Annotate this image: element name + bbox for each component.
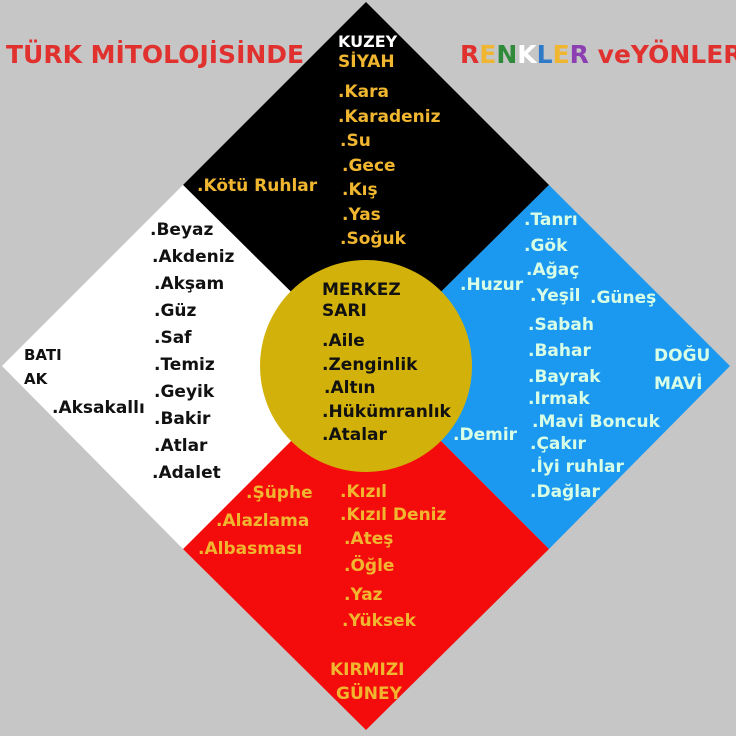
east-item: .Irmak [528, 389, 590, 409]
west-side-item: .Aksakallı [52, 398, 145, 418]
center-direction: MERKEZ [322, 280, 401, 300]
title-letter: R [569, 40, 589, 69]
title-right: RENKLER veYÖNLER [460, 42, 736, 67]
east-color-name: MAVİ [654, 374, 703, 394]
east-item-huzur: .Huzur [460, 275, 524, 295]
west-color-name: AK [24, 370, 48, 388]
west-item: .Geyik [154, 382, 215, 402]
south-left-item: .Albasması [198, 539, 303, 559]
east-item: .Bahar [528, 341, 591, 361]
west-item: .Akşam [154, 274, 225, 294]
center-circle [260, 260, 472, 472]
north-quadrant [183, 2, 549, 366]
east-item: .Sabah [528, 315, 594, 335]
west-quadrant [2, 185, 366, 549]
title-letter: R [460, 40, 480, 69]
south-item: .Kızıl Deniz [340, 505, 447, 525]
title-rest: veYÖNLER [588, 40, 736, 69]
west-item: .Akdeniz [152, 247, 235, 267]
east-item: .Gök [524, 236, 568, 256]
north-item: .Gece [342, 155, 396, 176]
south-left-item: .Alazlama [216, 511, 310, 531]
east-item: .Mavi Boncuk [532, 412, 660, 432]
center-color-name: SARI [322, 301, 367, 321]
north-side-item: .Kötü Ruhlar [197, 176, 318, 196]
east-item: .Yeşil [530, 286, 581, 306]
title-letter: K [517, 40, 537, 69]
north-color-name: SİYAH [338, 52, 395, 72]
east-item: .Ağaç [526, 260, 580, 280]
north-direction: KUZEY [338, 32, 398, 51]
center-item: .Hükümranlık [322, 401, 451, 422]
west-item: .Saf [154, 328, 192, 348]
west-item: .Bakir [154, 409, 211, 429]
title-rainbow-word: RENKLER [460, 40, 589, 69]
west-item: .Beyaz [150, 220, 214, 240]
east-item: .Tanrı [524, 210, 578, 230]
south-item: .Öğle [344, 556, 395, 576]
south-left-item: .Şüphe [246, 483, 313, 503]
east-item: .İyi ruhlar [530, 457, 624, 477]
center-item: .Aile [322, 331, 365, 351]
south-item: .Yaz [344, 585, 383, 605]
south-direction: GÜNEY [336, 684, 402, 704]
north-item: .Kış [342, 180, 378, 200]
east-item-gunes: .Güneş [590, 288, 657, 308]
north-item: .Su [340, 131, 371, 151]
center-item: .Altın [324, 378, 376, 398]
west-item: .Atlar [154, 436, 208, 456]
north-item: .Kara [338, 82, 389, 102]
west-item: .Adalet [152, 463, 221, 483]
title-letter: E [479, 40, 497, 69]
east-item: .Çakır [530, 434, 586, 454]
south-quadrant [183, 366, 549, 730]
south-item: .Kızıl [340, 482, 388, 502]
east-item-demir: .Demir [453, 425, 518, 445]
west-item: .Temiz [154, 355, 215, 375]
east-quadrant [366, 185, 730, 549]
south-color-name: KIRMIZI [330, 660, 405, 680]
east-direction: DOĞU [654, 346, 711, 366]
north-item: .Soğuk [340, 229, 406, 249]
title-letter: E [552, 40, 570, 69]
title-letter: N [496, 40, 518, 69]
east-item: .Dağlar [530, 482, 600, 502]
center-item: .Zenginlik [322, 354, 418, 375]
center-item: .Atalar [322, 425, 387, 445]
south-item: .Ateş [344, 529, 394, 549]
title-letter: L [536, 40, 553, 69]
west-direction: BATI [24, 346, 62, 364]
east-item: .Bayrak [528, 367, 601, 387]
west-item: .Güz [154, 301, 197, 321]
north-item: .Yas [342, 204, 381, 225]
south-item: .Yüksek [342, 611, 416, 631]
north-item: .Karadeniz [338, 106, 441, 127]
title-left: TÜRK MİTOLOJİSİNDE [6, 40, 305, 69]
